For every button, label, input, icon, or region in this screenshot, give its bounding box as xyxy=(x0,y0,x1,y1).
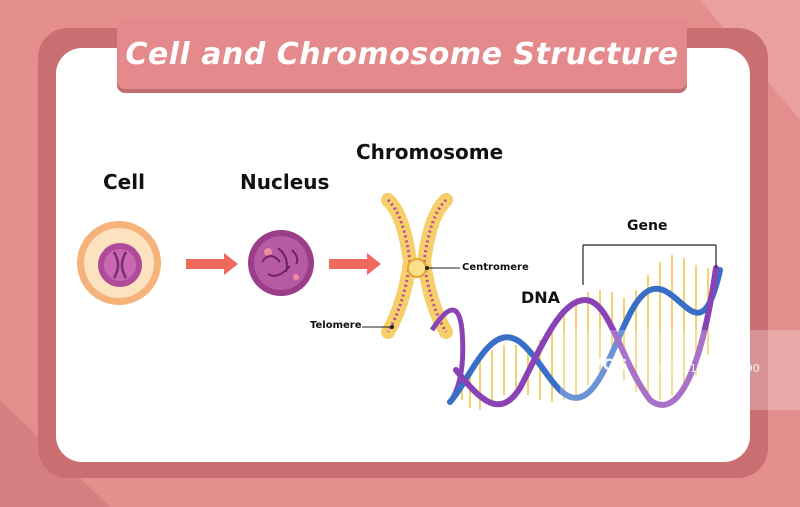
arrow-nucleus-to-chromosome xyxy=(329,253,381,275)
chromosome-label: Chromosome xyxy=(356,140,504,164)
watermark-band xyxy=(560,330,800,410)
nucleus-illustration xyxy=(248,230,314,296)
watermark-id: VCG211373001390 xyxy=(652,362,760,375)
watermark-logo: VCG xyxy=(590,355,628,374)
centromere-label: Centromere xyxy=(462,262,529,273)
cell-illustration xyxy=(77,221,161,305)
arrow-cell-to-nucleus xyxy=(186,253,238,275)
page-title: Cell and Chromosome Structure xyxy=(125,36,679,72)
cell-label: Cell xyxy=(103,170,145,194)
nucleus-label: Nucleus xyxy=(240,170,330,194)
gene-label: Gene xyxy=(627,218,668,234)
dna-helix xyxy=(447,255,723,410)
chromosome-illustration xyxy=(362,193,466,404)
title-banner: Cell and Chromosome Structure xyxy=(117,19,687,89)
telomere-label: Telomere xyxy=(310,320,362,331)
dna-label: DNA xyxy=(521,288,561,307)
gene-bracket xyxy=(582,244,717,285)
